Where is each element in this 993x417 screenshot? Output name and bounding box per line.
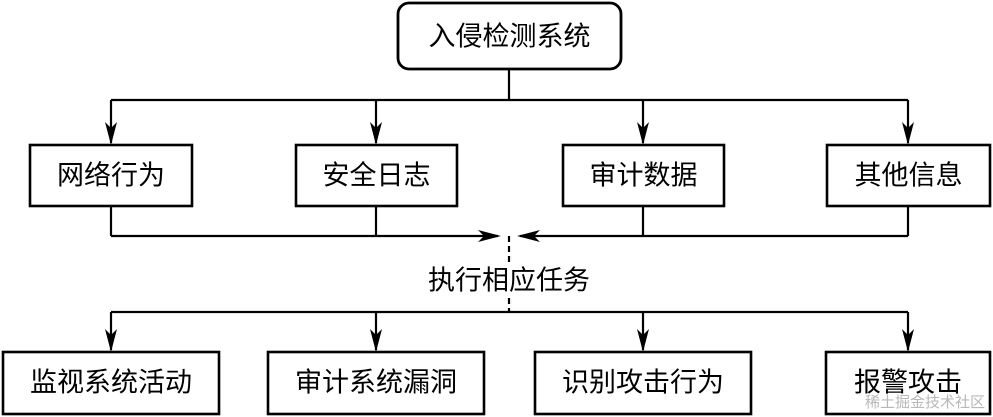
node-alarm-label: 报警攻击 xyxy=(854,368,962,399)
node-root-label: 入侵检测系统 xyxy=(429,22,591,53)
node-alarm: 报警攻击 xyxy=(824,350,992,416)
node-audit-vuln: 审计系统漏洞 xyxy=(266,350,486,416)
arrow-collect-right xyxy=(517,230,540,242)
node-identify-attack: 识别攻击行为 xyxy=(533,350,753,416)
node-identify-attack-box xyxy=(533,350,753,416)
arrowheads xyxy=(105,122,914,352)
node-security-log: 安全日志 xyxy=(294,143,459,208)
node-network-label: 网络行为 xyxy=(57,161,165,192)
watermark-label: 稀土掘金技术社区 xyxy=(865,393,985,411)
node-audit-vuln-label: 审计系统漏洞 xyxy=(295,368,457,399)
arrow-to-audit-vuln xyxy=(370,329,382,352)
node-identify-attack-label: 识别攻击行为 xyxy=(562,368,724,399)
node-network: 网络行为 xyxy=(28,143,194,208)
node-root-box xyxy=(396,1,623,71)
node-monitor: 监视系统活动 xyxy=(1,350,221,416)
node-other-info: 其他信息 xyxy=(825,143,992,208)
source-nodes: 网络行为 安全日志 审计数据 其他信息 xyxy=(28,143,992,208)
connectors xyxy=(109,69,910,350)
arrow-to-audit-data xyxy=(637,122,649,145)
node-audit-data-box xyxy=(561,143,726,208)
arrow-to-other-info xyxy=(902,122,914,145)
node-other-info-label: 其他信息 xyxy=(855,161,963,192)
node-audit-data-label: 审计数据 xyxy=(590,161,698,192)
node-network-box xyxy=(28,143,194,208)
arrow-to-security-log xyxy=(370,122,382,145)
node-audit-vuln-box xyxy=(266,350,486,416)
node-other-info-box xyxy=(825,143,992,208)
arrow-to-alarm xyxy=(902,329,914,352)
node-alarm-box xyxy=(824,350,992,416)
node-monitor-label: 监视系统活动 xyxy=(30,368,192,399)
node-root: 入侵检测系统 xyxy=(396,1,623,71)
node-security-log-label: 安全日志 xyxy=(323,161,431,192)
node-monitor-box xyxy=(1,350,221,416)
middle-label: 执行相应任务 xyxy=(428,266,590,297)
arrow-to-identify-attack xyxy=(637,329,649,352)
arrow-to-network xyxy=(105,122,117,145)
node-audit-data: 审计数据 xyxy=(561,143,726,208)
arrow-to-monitor xyxy=(105,329,117,352)
node-security-log-box xyxy=(294,143,459,208)
task-nodes: 监视系统活动 审计系统漏洞 识别攻击行为 报警攻击 xyxy=(1,350,992,416)
arrow-collect-left xyxy=(478,230,501,242)
